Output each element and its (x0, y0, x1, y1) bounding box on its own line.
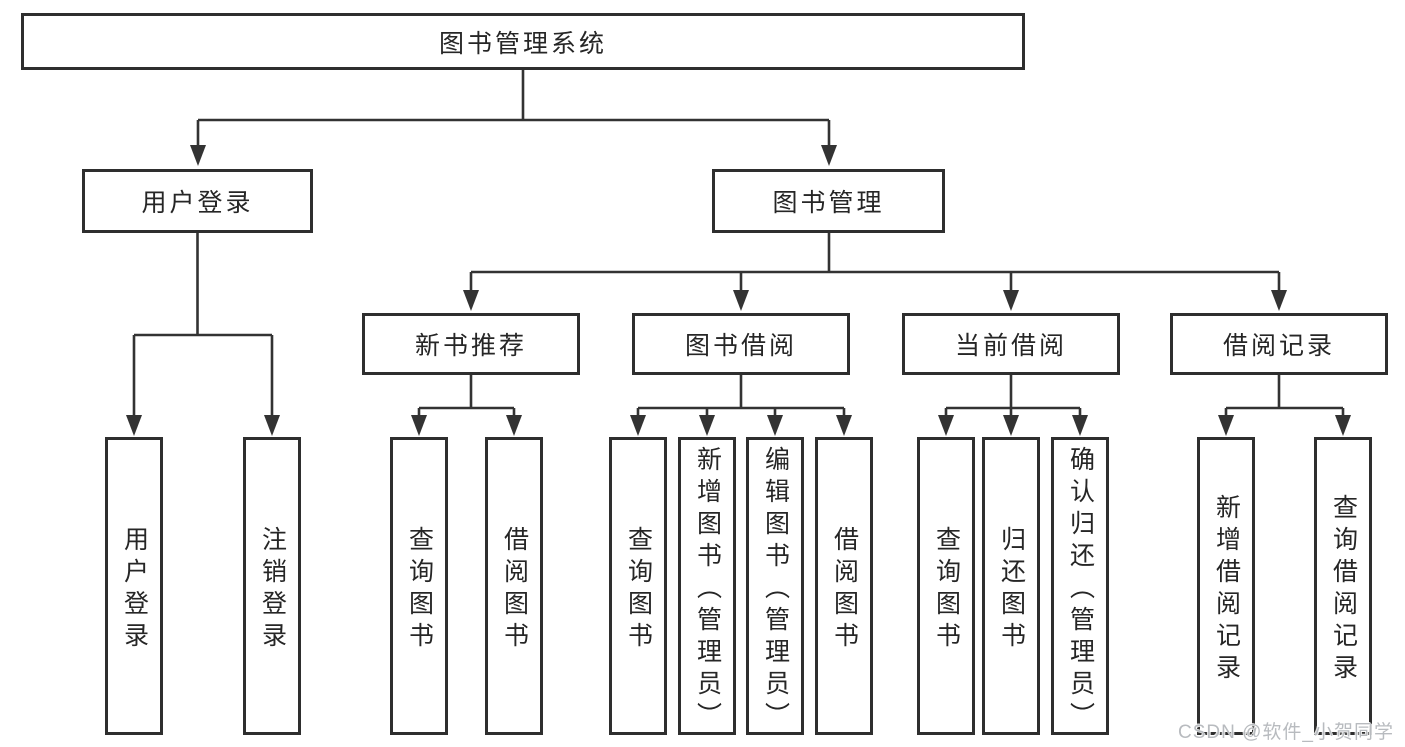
leaf-query-borrow-record: 查询借阅记录 (1314, 437, 1372, 735)
leaf-return-books: 归还图书 (982, 437, 1040, 735)
node-library-system: 图书管理系统 (21, 13, 1025, 70)
leaf-label: 借阅图书 (830, 525, 859, 654)
node-borrowing-records: 借阅记录 (1170, 313, 1388, 375)
leaf-label: 查询图书 (932, 525, 961, 654)
leaf-borrow-books: 借阅图书 (815, 437, 873, 735)
leaf-label: 注销登录 (258, 525, 287, 654)
connector-segments (132, 70, 1345, 416)
node-book-management: 图书管理 (712, 169, 945, 233)
leaf-label: 借阅图书 (500, 525, 529, 654)
leaf-borrow-books: 借阅图书 (485, 437, 543, 735)
node-current-borrowing: 当前借阅 (902, 313, 1120, 375)
leaf-add-book-admin: 新增图书（管理员） (678, 437, 736, 735)
arrowheads (126, 145, 1351, 436)
node-new-book-recommendation: 新书推荐 (362, 313, 580, 375)
leaf-label: 确认归还（管理员） (1066, 445, 1095, 734)
node-user-login: 用户登录 (82, 169, 313, 233)
leaf-label: 编辑图书（管理员） (761, 445, 790, 734)
csdn-watermark: CSDN @软件_小贺同学 (1178, 722, 1394, 743)
leaf-label: 新增图书（管理员） (693, 445, 722, 734)
leaf-label: 用户登录 (120, 525, 149, 654)
leaf-label: 查询图书 (624, 525, 653, 654)
leaf-query-books: 查询图书 (390, 437, 448, 735)
leaf-logout: 注销登录 (243, 437, 301, 735)
leaf-query-books: 查询图书 (609, 437, 667, 735)
node-book-borrowing: 图书借阅 (632, 313, 850, 375)
leaf-confirm-return-admin: 确认归还（管理员） (1051, 437, 1109, 735)
leaf-add-borrow-record: 新增借阅记录 (1197, 437, 1255, 735)
leaf-label: 查询图书 (405, 525, 434, 654)
leaf-label: 新增借阅记录 (1212, 493, 1241, 686)
leaf-query-books: 查询图书 (917, 437, 975, 735)
leaf-user-login: 用户登录 (105, 437, 163, 735)
leaf-label: 归还图书 (997, 525, 1026, 654)
leaf-edit-book-admin: 编辑图书（管理员） (746, 437, 804, 735)
leaf-label: 查询借阅记录 (1329, 493, 1358, 686)
